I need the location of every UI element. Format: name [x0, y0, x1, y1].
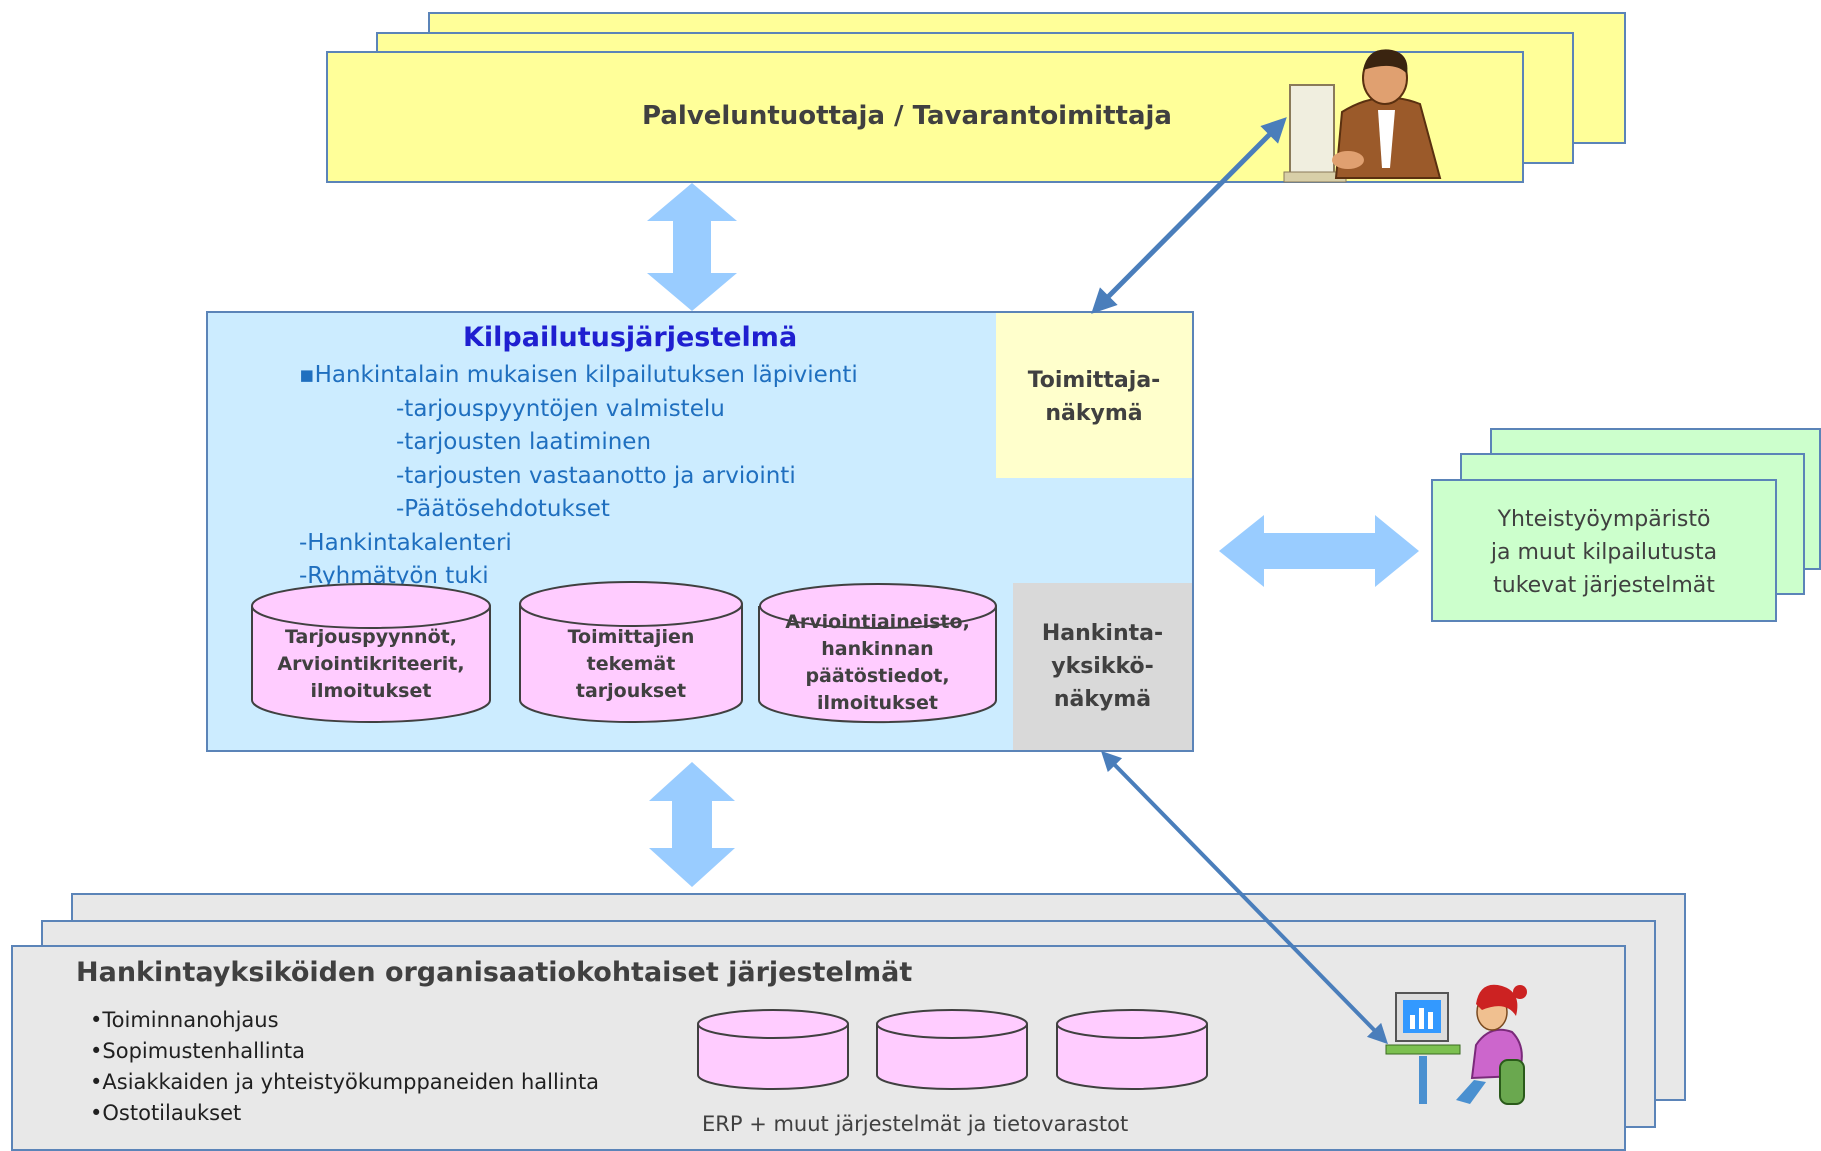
system-subitem: -tarjouspyyntöjen valmistelu	[396, 396, 725, 422]
unit-view-line: näkymä	[1053, 687, 1152, 712]
man-at-computer-icon	[1283, 49, 1442, 183]
database-label-2: Toimittajien tekemät tarjoukset	[520, 624, 742, 705]
unit-connection-arrow	[1101, 750, 1388, 1045]
database-label-line: tekemät	[586, 653, 676, 675]
erp-label: ERP + muut järjestelmät ja tietovarastot	[702, 1112, 1129, 1136]
double-arrow-vertical-bottom	[649, 762, 735, 887]
org-bullet: •Sopimustenhallinta	[90, 1039, 305, 1063]
woman-at-computer-icon	[1385, 984, 1527, 1105]
database-label-line: ilmoitukset	[310, 680, 432, 702]
supplier-view-line: Toimittaja-	[1027, 368, 1161, 393]
collab-line: tukevat järjestelmät	[1493, 573, 1715, 598]
collab-line: ja muut kilpailutusta	[1490, 540, 1718, 565]
supplier-view-label: Toimittaja- näkymä	[996, 364, 1192, 430]
database-label-line: päätöstiedot,	[805, 665, 950, 687]
system-subitem: -tarjousten vastaanotto ja arviointi	[396, 463, 796, 489]
supplier-connection-arrow	[1091, 117, 1287, 314]
supplier-view-panel	[996, 313, 1192, 478]
database-label-1: Tarjouspyynnöt, Arviointikriteerit, ilmo…	[252, 624, 490, 705]
erp-cylinder-3	[1056, 1009, 1208, 1090]
database-cylinder-3	[758, 583, 997, 724]
double-arrow-vertical-top	[647, 183, 737, 311]
database-cylinder-2	[519, 581, 743, 723]
system-subitem: -tarjousten laatiminen	[396, 429, 652, 455]
supplier-view-line: näkymä	[1045, 401, 1143, 426]
database-label-line: Arviointikriteerit,	[277, 653, 465, 675]
database-label-3: Arviointiaineisto, hankinnan päätöstiedo…	[759, 609, 996, 717]
database-label-line: ilmoitukset	[817, 692, 938, 714]
database-label-line: hankinnan	[821, 638, 934, 660]
supplier-title: Palveluntuottaja / Tavarantoimittaja	[642, 101, 1172, 131]
collab-line: Yhteistyöympäristö	[1497, 507, 1711, 532]
database-label-line: tarjoukset	[575, 680, 687, 702]
database-label-line: Tarjouspyynnöt,	[285, 626, 457, 648]
erp-cylinder-1	[697, 1009, 849, 1090]
org-title: Hankintayksiköiden organisaatiokohtaiset…	[76, 957, 913, 988]
system-bullet: ▪Hankintalain mukaisen kilpailutuksen lä…	[299, 362, 858, 388]
erp-cylinder-2	[876, 1009, 1028, 1090]
unit-view-line: Hankinta-	[1041, 621, 1164, 646]
double-arrow-horizontal	[1219, 515, 1419, 587]
database-cylinder-1	[251, 583, 491, 723]
system-item: -Hankintakalenteri	[299, 530, 512, 556]
database-label-line: Toimittajien	[567, 626, 695, 648]
collab-box: Yhteistyöympäristö ja muut kilpailutusta…	[1431, 479, 1777, 622]
org-bullet: •Asiakkaiden ja yhteistyökumppaneiden ha…	[90, 1070, 600, 1094]
collab-text: Yhteistyöympäristö ja muut kilpailutusta…	[1433, 503, 1775, 602]
org-bullet: •Toiminnanohjaus	[90, 1008, 279, 1032]
database-label-line: Arviointiaineisto,	[785, 611, 970, 633]
unit-view-panel	[1013, 583, 1192, 750]
system-title: Kilpailutusjärjestelmä	[463, 322, 798, 353]
org-bullet: •Ostotilaukset	[90, 1101, 242, 1125]
system-subitem: -Päätösehdotukset	[396, 496, 610, 522]
unit-view-label: Hankinta- yksikkö- näkymä	[1013, 617, 1192, 716]
unit-view-line: yksikkö-	[1051, 654, 1154, 679]
